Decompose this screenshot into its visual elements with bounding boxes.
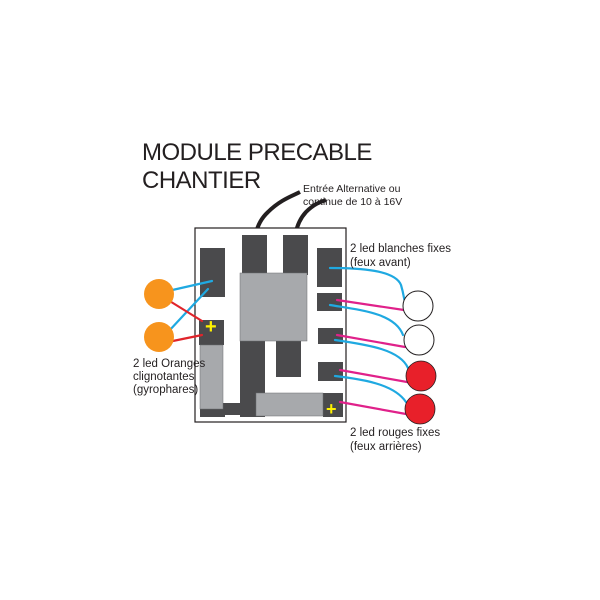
led-orange-1 <box>144 279 174 309</box>
orange-leds-label-1: 2 led Oranges <box>133 358 206 370</box>
led-orange-2 <box>144 322 174 352</box>
red-leds-label-2: (feux arrières) <box>350 441 422 453</box>
orange-leds-label-2: clignotantes <box>133 371 195 383</box>
wire-blue-red-2 <box>333 374 408 404</box>
led-red-1 <box>405 360 437 392</box>
power-input-label-2: continue de 10 à 16V <box>303 196 403 208</box>
wire-blue-orange-1 <box>166 279 214 293</box>
component-bottom <box>255 392 324 417</box>
pad-right-plus <box>323 393 343 417</box>
wire-magenta-red-2 <box>338 400 408 416</box>
wire-magenta-red-1 <box>338 368 409 384</box>
pad-top-2 <box>283 235 308 275</box>
pad-right-4 <box>318 362 343 381</box>
title-line-1: MODULE PRECABLE <box>142 139 372 166</box>
white-leds-label-1: 2 led blanches fixes <box>350 243 452 255</box>
plus-sign-left: + <box>205 316 217 338</box>
plus-sign-right: + <box>326 399 337 419</box>
wire-blue-white-2 <box>328 303 405 337</box>
wire-magenta-white-2 <box>335 333 407 349</box>
component-left <box>199 344 224 410</box>
wire-blue-white-1 <box>328 266 407 304</box>
wire-blue-red-1 <box>333 338 410 370</box>
wire-magenta-white-1 <box>335 298 406 312</box>
red-leds-label-1: 2 led rouges fixes <box>350 427 441 439</box>
wire-red-orange-1 <box>166 298 204 323</box>
pad-top-1 <box>242 235 267 275</box>
power-input-label-1: Entrée Alternative ou <box>303 183 401 195</box>
led-red-2 <box>404 393 436 425</box>
pad-bottom-small <box>223 403 245 415</box>
pad-right-2 <box>317 293 342 311</box>
pad-left-plus <box>199 320 224 345</box>
orange-leds-label-3: (gyrophares) <box>133 384 199 396</box>
wire-red-orange-2 <box>166 333 204 344</box>
component-main <box>239 272 308 342</box>
column-dark-2 <box>276 340 301 377</box>
wire-blue-orange-2 <box>166 287 210 334</box>
pad-left-top <box>200 248 225 297</box>
title-line-2: CHANTIER <box>142 167 261 194</box>
led-white-1 <box>402 290 434 322</box>
white-leds-label-2: (feux avant) <box>350 257 411 269</box>
led-white-2 <box>403 324 435 356</box>
